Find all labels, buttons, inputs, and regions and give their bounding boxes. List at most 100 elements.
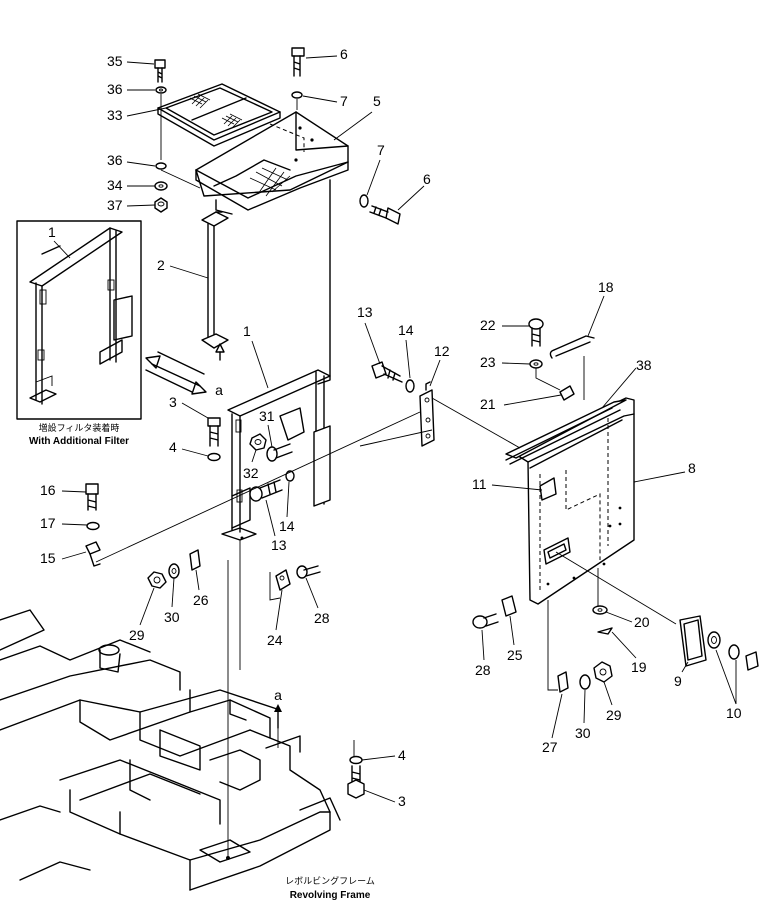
part-32-nut — [249, 433, 267, 451]
part-7-washer-side — [359, 194, 369, 208]
view-mark-a-top: a — [215, 382, 223, 398]
view-arrow-a-bottom: a — [274, 687, 282, 729]
part-30-washer-right — [579, 674, 591, 690]
part-37-nut — [154, 197, 168, 213]
frame-caption-en: Revolving Frame — [290, 890, 371, 901]
part-24-clip — [275, 569, 291, 591]
inset-pointer-arrow — [145, 351, 207, 395]
label-6-side: 6 — [423, 171, 431, 187]
label-26: 26 — [193, 592, 209, 608]
label-31: 31 — [259, 408, 275, 424]
part-10-lock — [707, 631, 759, 671]
label-29-left: 29 — [129, 627, 145, 643]
label-1: 1 — [243, 323, 251, 339]
part-22-bolt — [528, 318, 544, 347]
label-32: 32 — [243, 465, 259, 481]
part-19-pin — [597, 627, 613, 635]
label-4-lower: 4 — [398, 747, 406, 763]
label-29-right: 29 — [606, 707, 622, 723]
label-13-lower: 13 — [271, 537, 287, 553]
label-22: 22 — [480, 317, 496, 333]
part-18-rod — [549, 335, 595, 359]
label-3-lower: 3 — [398, 793, 406, 809]
label-21: 21 — [480, 396, 496, 412]
label-38: 38 — [636, 357, 652, 373]
label-12: 12 — [434, 343, 450, 359]
part-26-plate — [189, 549, 201, 571]
label-35: 35 — [107, 53, 123, 69]
part-34-washer — [154, 181, 168, 191]
inset-additional-filter: 1 増設フィルタ装着時 With Additional Filter — [16, 220, 142, 447]
part-29-nut-left — [147, 571, 167, 589]
label-3-upper: 3 — [169, 394, 177, 410]
part-6-bolt-side — [369, 205, 401, 225]
part-23-washer — [529, 359, 543, 369]
label-18: 18 — [598, 279, 614, 295]
part-29-nut-right — [593, 661, 613, 683]
part-16-bolt — [85, 483, 99, 511]
label-30-right: 30 — [575, 725, 591, 741]
label-1-inset: 1 — [48, 224, 56, 240]
part-3-bolt-upper — [207, 417, 221, 447]
part-30-washer-left — [168, 563, 180, 579]
label-13-upper: 13 — [357, 304, 373, 320]
view-mark-a-bottom: a — [274, 687, 282, 703]
part-20-washer — [592, 605, 608, 615]
part-17-washer — [86, 521, 100, 531]
part-21-clip — [559, 385, 575, 401]
part-4-washer-upper — [207, 452, 221, 462]
part-12-hinge — [419, 381, 435, 447]
part-13-bolt-upper — [371, 361, 403, 383]
part-28-bolt-left — [296, 565, 321, 579]
part-38-seal — [505, 399, 627, 465]
label-2: 2 — [157, 257, 165, 273]
label-24: 24 — [267, 632, 283, 648]
inset-caption-jp: 増設フィルタ装着時 — [39, 422, 120, 434]
part-8-door — [511, 397, 635, 605]
frame-caption-jp: レボルビングフレーム — [285, 875, 375, 887]
part-25-clip — [501, 595, 517, 617]
part-31-bolt — [266, 443, 293, 462]
callouts: 35 36 33 6 7 5 36 34 37 7 6 2 1 13 14 12… — [40, 46, 742, 809]
label-19: 19 — [631, 659, 647, 675]
part-14-washer-upper — [405, 379, 415, 393]
part-1-main-frame — [221, 369, 331, 541]
label-15: 15 — [40, 550, 56, 566]
label-30-left: 30 — [164, 609, 180, 625]
part-7-washer-top — [291, 91, 303, 99]
label-28-right: 28 — [475, 662, 491, 678]
label-16: 16 — [40, 482, 56, 498]
part-6-bolt-top — [291, 47, 305, 77]
part-13-bolt-lower — [249, 479, 283, 502]
inset-caption-en: With Additional Filter — [29, 436, 129, 447]
part-27-plate — [557, 671, 569, 693]
label-33: 33 — [107, 107, 123, 123]
part-35-bolt — [154, 59, 166, 83]
part-9-gasket — [679, 615, 707, 667]
part-4-washer-lower — [349, 755, 363, 765]
label-6-top: 6 — [340, 46, 348, 62]
side-panel-box — [215, 179, 331, 385]
part-36-washer — [155, 86, 167, 94]
fasteners — [85, 47, 759, 799]
label-11: 11 — [472, 476, 487, 492]
label-36-b: 36 — [107, 152, 123, 168]
part-2-stay: a — [201, 211, 229, 398]
label-8: 8 — [688, 460, 696, 476]
label-14-lower: 14 — [279, 518, 295, 534]
label-17: 17 — [40, 515, 56, 531]
part-28-bolt-right — [472, 613, 499, 629]
label-28-left: 28 — [314, 610, 330, 626]
part-3-bolt-lower — [347, 765, 365, 799]
label-10: 10 — [726, 705, 742, 721]
label-9: 9 — [674, 673, 682, 689]
label-5: 5 — [373, 93, 381, 109]
part-33-cover-plate — [157, 83, 281, 147]
label-7-top: 7 — [340, 93, 348, 109]
label-36: 36 — [107, 81, 123, 97]
label-23: 23 — [480, 354, 496, 370]
label-25: 25 — [507, 647, 523, 663]
part-15-bracket — [85, 541, 101, 567]
label-7-side: 7 — [377, 142, 385, 158]
